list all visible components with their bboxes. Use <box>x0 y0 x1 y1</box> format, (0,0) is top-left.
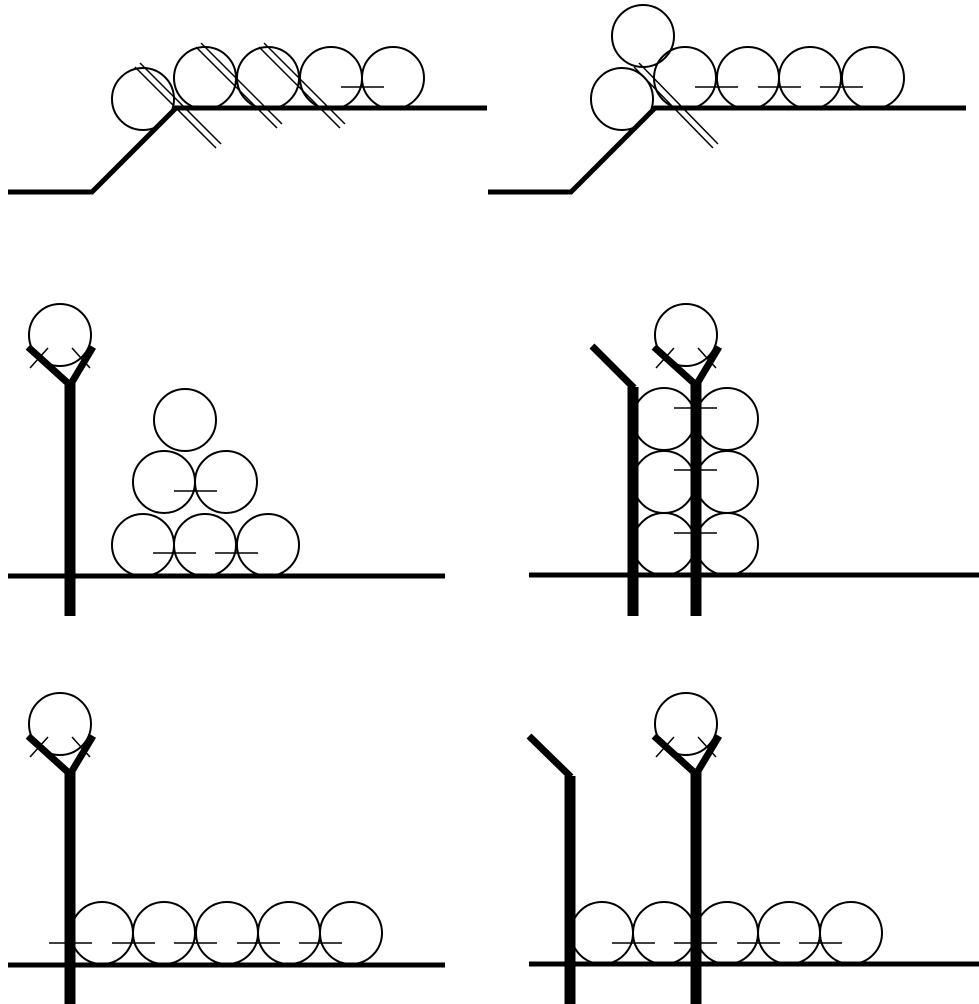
coil <box>654 692 718 756</box>
coil <box>653 46 717 110</box>
panel-b <box>488 4 966 195</box>
panel-c <box>8 303 445 616</box>
coil <box>695 450 759 514</box>
coil <box>632 512 696 576</box>
coil <box>111 513 175 577</box>
coil <box>695 901 759 965</box>
wire-barb <box>697 736 717 758</box>
coil <box>132 450 196 514</box>
wire-barb <box>697 347 717 369</box>
coil <box>153 388 217 452</box>
coil <box>757 901 821 965</box>
coil <box>632 387 696 451</box>
coil <box>361 46 425 110</box>
picket-stake <box>195 42 283 129</box>
picket-stake <box>134 62 222 149</box>
coil <box>194 450 258 514</box>
picket-stake <box>633 62 719 149</box>
coil <box>778 46 842 110</box>
panel-a <box>8 42 487 195</box>
coil <box>716 46 780 110</box>
wire-barb <box>655 347 675 369</box>
y-post-arm-right <box>65 734 97 778</box>
panel-d <box>529 303 979 616</box>
coil <box>695 512 759 576</box>
panel-e <box>8 692 445 1004</box>
coil <box>611 4 675 68</box>
y-post-arm-right <box>65 345 97 389</box>
wire-barb <box>29 347 49 369</box>
wire-barb <box>655 736 675 758</box>
coil <box>28 692 92 756</box>
panel-f <box>526 692 979 1004</box>
coil <box>632 901 696 965</box>
coil <box>111 67 175 131</box>
coil <box>632 450 696 514</box>
coil <box>590 67 654 131</box>
straight-post-arm <box>589 343 637 391</box>
picket-stake <box>258 42 346 129</box>
coil <box>195 901 259 965</box>
coil <box>695 387 759 451</box>
coil <box>236 513 300 577</box>
coil <box>570 901 634 965</box>
wire-barb <box>71 736 91 758</box>
coil <box>257 901 321 965</box>
coil <box>819 901 883 965</box>
ground-ramp-line <box>8 105 487 195</box>
coil <box>319 901 383 965</box>
coil <box>841 46 905 110</box>
wire-barb <box>29 736 49 758</box>
y-post-arm-right <box>691 734 723 778</box>
wire-barb <box>71 347 91 369</box>
coil <box>173 513 237 577</box>
coil <box>28 303 92 367</box>
straight-post-arm <box>526 733 574 780</box>
coil <box>654 303 718 367</box>
coil <box>132 901 196 965</box>
ground-ramp-line <box>488 105 966 195</box>
coil <box>299 46 363 110</box>
y-post-arm-right <box>691 345 723 389</box>
coil <box>70 901 134 965</box>
